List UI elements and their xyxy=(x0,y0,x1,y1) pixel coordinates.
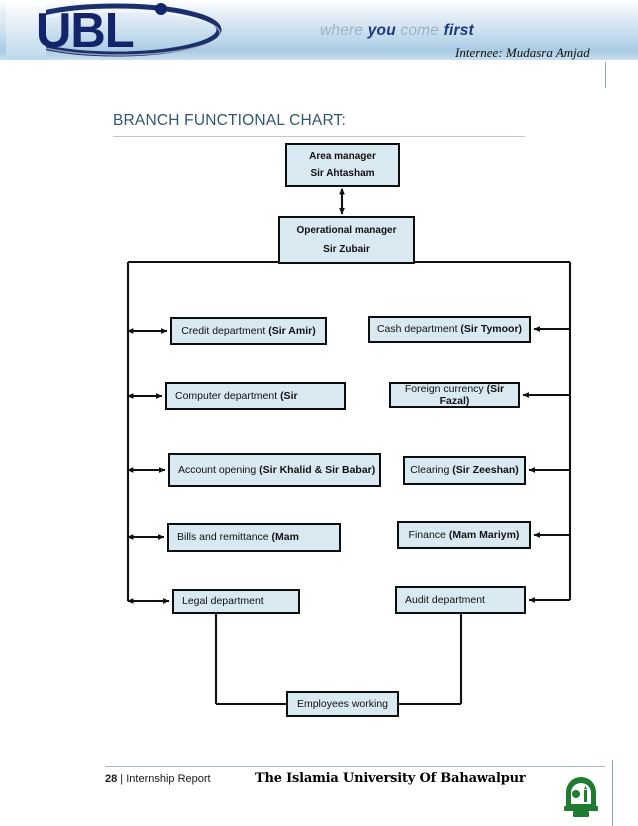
university-crest-icon xyxy=(560,776,602,820)
node-finance-label: Finance xyxy=(408,528,449,541)
node-account-label: Account opening xyxy=(178,463,260,476)
ubl-tagline: where you come first xyxy=(320,22,474,40)
footer-report-label: Internship Report xyxy=(126,773,211,785)
footer-right-divider xyxy=(612,760,613,826)
internee-name: Internee: Mudasra Amjad xyxy=(455,45,590,60)
tagline-where: where xyxy=(320,22,368,39)
node-finance[interactable]: Finance (Mam Mariym) xyxy=(397,521,531,549)
header-right-divider xyxy=(605,62,606,88)
page-title: BRANCH FUNCTIONAL CHART: xyxy=(113,112,347,129)
tagline-come: come xyxy=(395,22,444,39)
node-bills-label: Bills and remittance xyxy=(177,531,272,544)
node-area-manager[interactable]: Area manager Sir Ahtasham xyxy=(285,143,400,187)
node-credit-department[interactable]: Credit department (Sir Amir) xyxy=(170,317,327,345)
node-audit-department[interactable]: Audit department xyxy=(395,586,526,614)
node-bills-and-remittance[interactable]: Bills and remittance (Mam xyxy=(167,523,341,552)
node-credit-label: Credit department xyxy=(181,324,269,337)
footer-page-number: 28 xyxy=(105,773,118,785)
node-clearing-label: Clearing xyxy=(410,464,453,477)
footer-university-name: The Islamia University Of Bahawalpur xyxy=(255,771,526,786)
footer-page-info: 28 | Internship Report xyxy=(105,773,211,785)
node-audit-label: Audit department xyxy=(405,593,485,606)
node-computer-department[interactable]: Computer department (Sir xyxy=(165,382,346,410)
node-account-opening[interactable]: Account opening (Sir Khalid & Sir Babar) xyxy=(168,453,381,487)
node-legal-department[interactable]: Legal department xyxy=(172,589,300,614)
node-account-person: (Sir Khalid & Sir Babar) xyxy=(259,463,376,476)
node-finance-person: (Mam Mariym) xyxy=(448,528,520,541)
node-operational-manager[interactable]: Operational manager Sir Zubair xyxy=(278,216,415,264)
tagline-first: first xyxy=(443,22,474,39)
node-clearing-person: (Sir Zeeshan) xyxy=(452,464,519,477)
node-foreign-currency[interactable]: Foreign currency (Sir Fazal) xyxy=(389,382,520,408)
page-header-band: UBL where you come first Internee: Mudas… xyxy=(0,0,638,62)
footer-rule xyxy=(105,766,605,767)
node-operational-manager-person: Sir Zubair xyxy=(323,243,370,255)
node-cash-label: Cash department xyxy=(376,323,461,336)
node-area-manager-person: Sir Ahtasham xyxy=(310,167,375,179)
node-legal-label: Legal department xyxy=(182,595,264,608)
node-area-manager-title: Area manager xyxy=(309,150,376,162)
node-credit-person: (Sir Amir) xyxy=(268,324,316,337)
title-underline-rule xyxy=(113,136,525,137)
footer-separator: | xyxy=(117,773,127,785)
node-employees-working[interactable]: Employees working xyxy=(286,691,399,717)
node-bills-person: (Mam xyxy=(271,531,299,544)
node-clearing[interactable]: Clearing (Sir Zeeshan) xyxy=(403,456,526,485)
node-computer-person: (Sir xyxy=(280,389,298,402)
node-computer-label: Computer department xyxy=(175,389,281,402)
node-foreign-label: Foreign currency xyxy=(404,382,487,395)
tagline-you: you xyxy=(367,22,396,39)
svg-text:UBL: UBL xyxy=(36,4,134,58)
node-employees-label: Employees working xyxy=(296,697,389,710)
node-cash-person: (Sir Tymoor) xyxy=(460,323,523,336)
ubl-logo: UBL xyxy=(6,2,231,60)
node-cash-department[interactable]: Cash department (Sir Tymoor) xyxy=(368,316,531,343)
node-operational-manager-title: Operational manager xyxy=(296,225,397,236)
node-foreign-person: (Sir Fazal) xyxy=(439,382,505,407)
